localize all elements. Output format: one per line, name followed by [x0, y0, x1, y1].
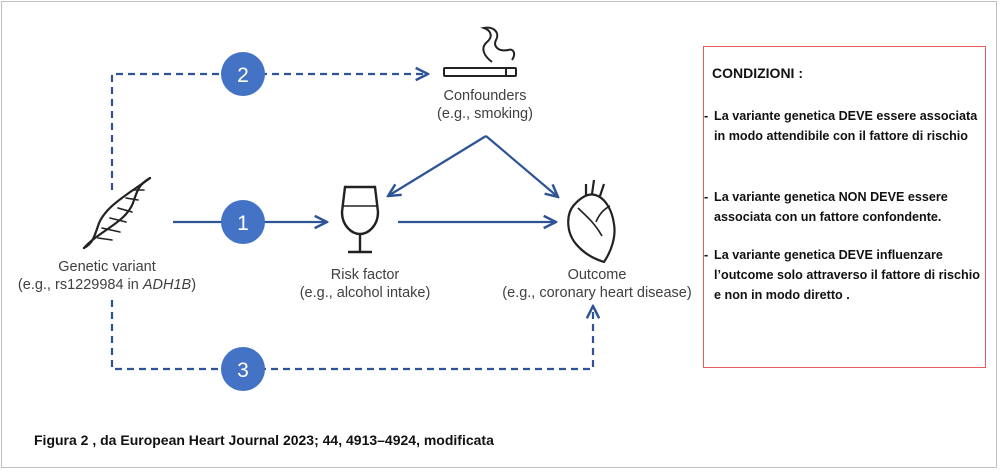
path-3-number: 3	[237, 359, 249, 382]
path-3-badge: 3	[221, 347, 265, 391]
path-2-arrow	[110, 74, 428, 190]
heart-icon	[567, 179, 616, 264]
outcome-label: Outcome (e.g., coronary heart disease)	[492, 266, 702, 302]
condition-text-1: La variante genetica DEVE essere associa…	[714, 109, 978, 143]
condition-item-1: - La variante genetica DEVE essere assoc…	[704, 106, 982, 146]
dna-icon	[82, 176, 152, 250]
condition-item-3: - La variante genetica DEVE influenzare …	[704, 245, 982, 305]
wine-glass-icon	[340, 185, 380, 254]
confounders-example: (e.g., smoking)	[437, 106, 533, 122]
condition-item-2: - La variante genetica NON DEVE essere a…	[704, 187, 982, 227]
outcome-title: Outcome	[567, 267, 627, 283]
confounders-title: Confounders	[443, 88, 527, 104]
condition-bullet: -	[704, 248, 709, 262]
condition-bullet: -	[704, 109, 709, 123]
risk-factor-example: (e.g., alcohol intake)	[299, 285, 431, 301]
confounders-label: Confounders (e.g., smoking)	[400, 87, 570, 123]
condition-bullet: -	[704, 190, 709, 204]
conditions-box: CONDIZIONI : - La variante genetica DEVE…	[703, 46, 986, 368]
confounder-to-risk-arrow	[388, 135, 487, 196]
path-3-arrow	[110, 300, 593, 371]
outcome-example: (e.g., coronary heart disease)	[502, 285, 692, 301]
path-1-badge: 1	[221, 200, 265, 244]
genetic-variant-label: Genetic variant (e.g., rs1229984 in ADH1…	[12, 258, 202, 294]
path-2-badge: 2	[221, 52, 265, 96]
condition-text-2: La variante genetica NON DEVE essere ass…	[714, 190, 948, 224]
confounder-to-outcome-arrow	[485, 135, 558, 197]
risk-factor-title: Risk factor	[330, 267, 400, 283]
risk-factor-label: Risk factor (e.g., alcohol intake)	[280, 266, 450, 302]
cigarette-icon	[443, 26, 517, 77]
path-2-number: 2	[237, 64, 249, 87]
genetic-variant-example: (e.g., rs1229984 in ADH1B)	[17, 277, 197, 293]
figure-caption: Figura 2 , da European Heart Journal 202…	[34, 432, 494, 448]
condition-text-3: La variante genetica DEVE influenzare l’…	[714, 248, 980, 302]
conditions-title: CONDIZIONI :	[712, 65, 803, 81]
genetic-variant-title: Genetic variant	[58, 259, 156, 275]
path-1-number: 1	[237, 212, 249, 235]
